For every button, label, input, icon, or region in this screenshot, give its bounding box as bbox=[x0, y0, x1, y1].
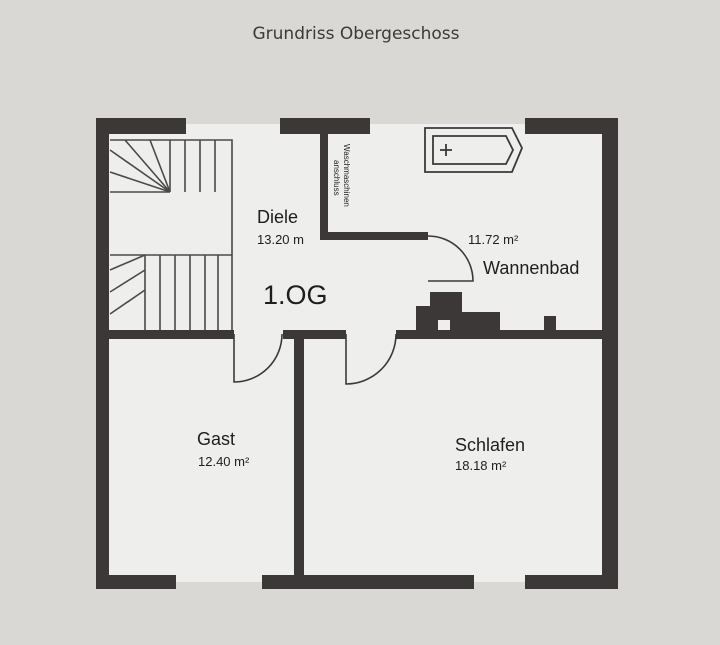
washing-machine-label-line1: Waschmaschinen bbox=[342, 144, 351, 207]
room-area-gast: 12.40 m² bbox=[198, 454, 250, 469]
floor-area bbox=[102, 124, 614, 582]
room-area-schlafen: 18.18 m² bbox=[455, 458, 507, 473]
room-name-gast: Gast bbox=[197, 429, 235, 449]
walls bbox=[96, 118, 618, 589]
room-name-wannenbad: Wannenbad bbox=[483, 258, 579, 278]
page-title: Grundriss Obergeschoss bbox=[252, 24, 460, 44]
staircase bbox=[109, 139, 233, 330]
bathtub bbox=[424, 127, 523, 173]
room-name-schlafen: Schlafen bbox=[455, 435, 525, 455]
floor-label: 1.OG bbox=[263, 280, 328, 310]
room-area-diele: 13.20 m bbox=[257, 232, 304, 247]
room-name-diele: Diele bbox=[257, 207, 298, 227]
room-area-wannenbad: 11.72 m² bbox=[468, 232, 519, 247]
door-swings bbox=[233, 235, 474, 385]
washing-machine-label-line2: anschluss bbox=[332, 160, 341, 196]
